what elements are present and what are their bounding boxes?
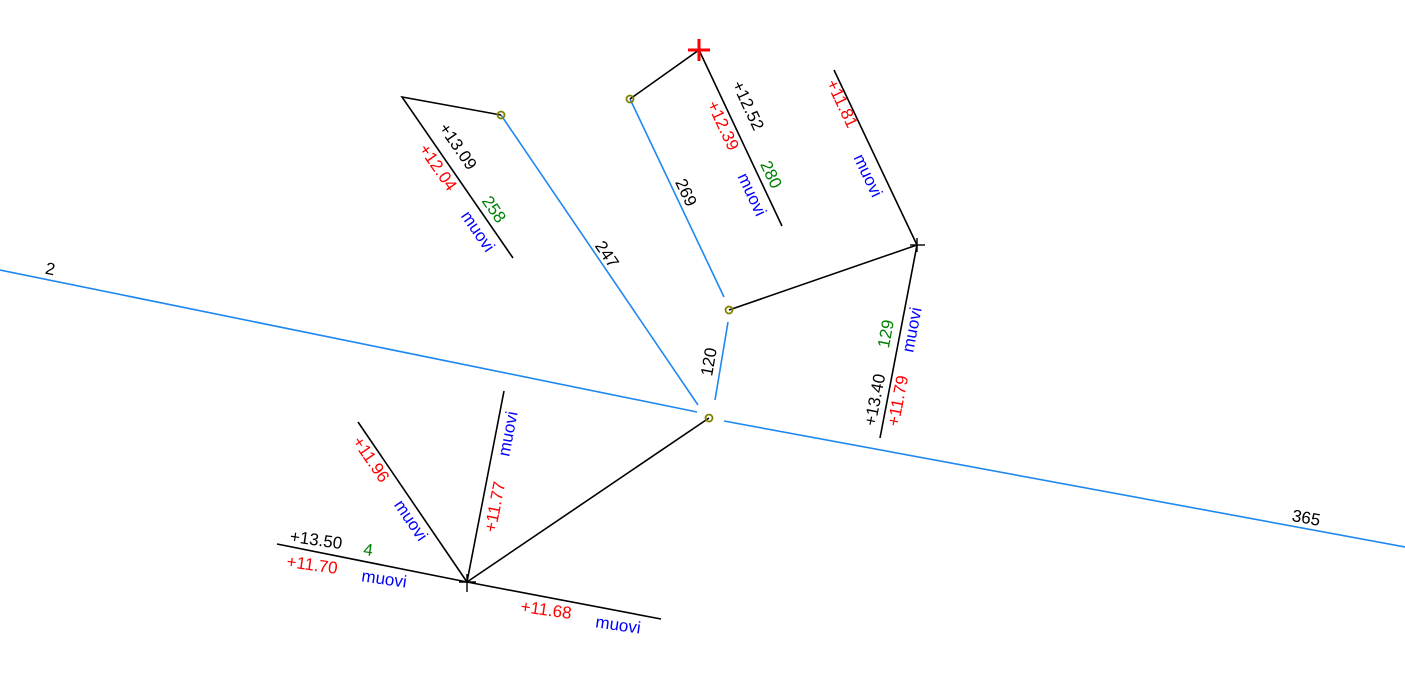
- main-pipe-segment-1[interactable]: [0, 269, 698, 413]
- branch-129[interactable]: [879, 244, 918, 439]
- junction-cross-icon: [459, 238, 925, 592]
- node-circle[interactable]: [625, 94, 635, 104]
- material-label: muovi: [898, 306, 925, 354]
- node-circle[interactable]: [704, 413, 714, 423]
- branch-1168[interactable]: [466, 581, 662, 620]
- connector[interactable]: [466, 417, 710, 583]
- node-circle[interactable]: [496, 110, 506, 120]
- pipe-269[interactable]: [629, 98, 725, 298]
- invert-elevation: +11.70: [285, 552, 338, 578]
- pipe-label: 269: [671, 176, 700, 210]
- invert-elevation: +11.81: [822, 76, 861, 130]
- pipe-label: 247: [591, 237, 623, 271]
- branch-1196[interactable]: [357, 421, 468, 583]
- node-id: 4: [362, 540, 374, 560]
- invert-elevation: +12.39: [703, 98, 743, 154]
- pipe-120[interactable]: [714, 321, 729, 401]
- branch-1177[interactable]: [466, 390, 505, 583]
- branch-1181[interactable]: [833, 69, 918, 246]
- invert-elevation: +11.96: [349, 433, 394, 486]
- branch-258[interactable]: [400, 95, 514, 259]
- red-cross-marker-icon[interactable]: [688, 39, 710, 61]
- main-pipe-segment-2[interactable]: [723, 420, 1405, 548]
- material-label: muovi: [360, 566, 408, 591]
- main-end-label: 365: [1291, 506, 1322, 530]
- node-circle[interactable]: [724, 305, 734, 315]
- pipe-247[interactable]: [500, 114, 699, 406]
- top-elevation: +13.50: [289, 527, 344, 553]
- material-label: muovi: [850, 151, 887, 200]
- node-id: 129: [874, 318, 898, 349]
- material-label: muovi: [594, 612, 642, 637]
- main-start-label: 2: [44, 259, 57, 280]
- branch-4[interactable]: [276, 543, 468, 583]
- node-id: 280: [756, 158, 785, 192]
- pipe-label: 120: [697, 346, 721, 377]
- connector[interactable]: [728, 244, 918, 311]
